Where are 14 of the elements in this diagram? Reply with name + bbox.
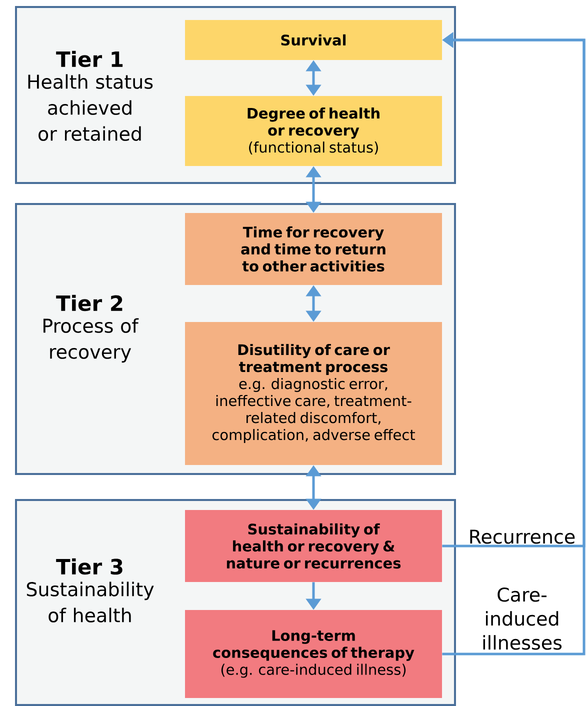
tier-heading: Tier 3 bbox=[56, 558, 122, 575]
tier-description: Health status achieved or retained bbox=[28, 74, 153, 141]
outcome-box: Survival bbox=[185, 20, 442, 60]
tier-heading: Tier 1 bbox=[56, 50, 123, 68]
outcome-box: Sustainability of health or recovery & nature or recurrences bbox=[185, 510, 442, 582]
tier-description: Process of recovery bbox=[44, 318, 139, 363]
edge-label: Recurrence bbox=[470, 530, 575, 544]
outcome-box: Long-term consequences of therapy (e.g. care-induced illness) bbox=[185, 610, 442, 698]
edge-label: Care-induced illnesses bbox=[483, 587, 562, 650]
outcome-box: Time for recovery and time to return to other activities bbox=[185, 213, 442, 285]
tier-heading: Tier 2 bbox=[56, 294, 122, 312]
tier-description: Sustainability of health bbox=[26, 582, 154, 622]
outcome-box: Degree of health or recovery (functional status) bbox=[185, 96, 442, 166]
outcome-box: Disutility of care or treatment process e.g. diagnostic error, ineffective care, treatment-related discomfort, complication, adverse effect bbox=[185, 322, 442, 465]
